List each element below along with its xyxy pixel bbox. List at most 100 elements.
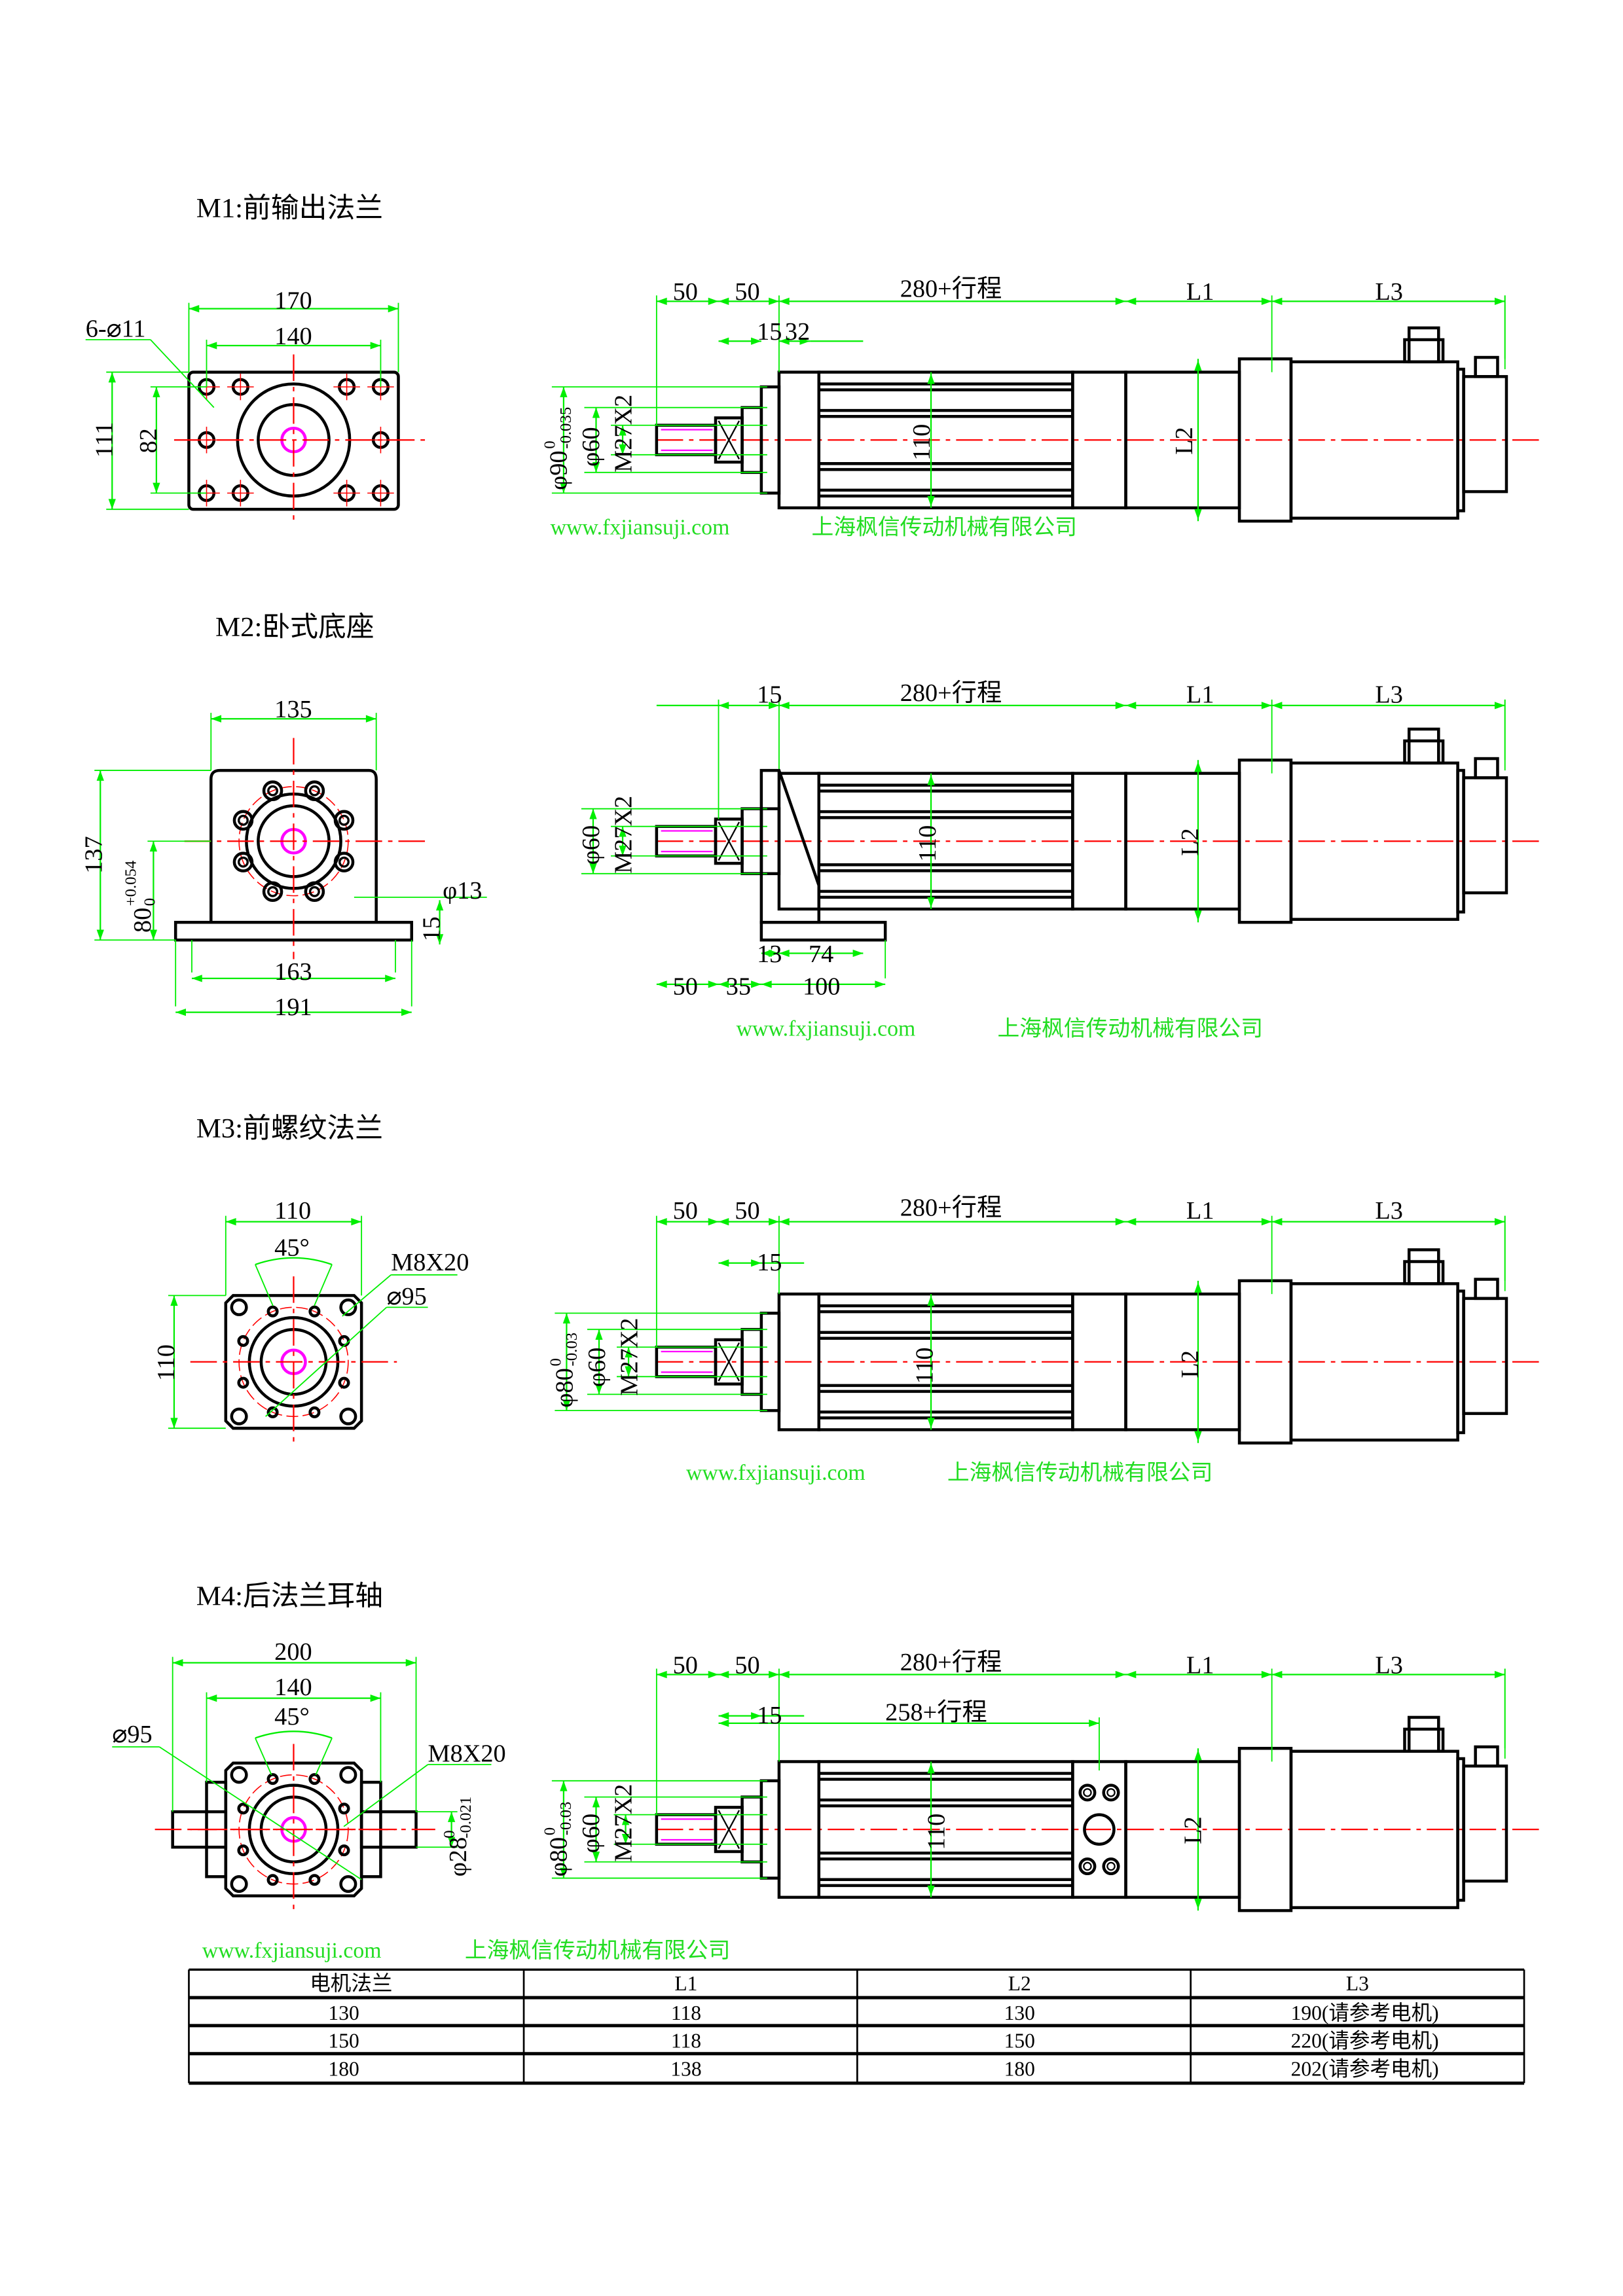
support-foot xyxy=(759,920,887,942)
dimension-arrow xyxy=(718,1259,729,1267)
corner-hole xyxy=(230,1298,248,1316)
dimension-arrow xyxy=(96,770,104,781)
watermark-company: 上海枫信传动机械有限公司 xyxy=(997,1016,1263,1041)
dimension-arrow xyxy=(1271,1218,1283,1226)
trunnion-hole-inner xyxy=(1083,1861,1092,1871)
dimension-arrow xyxy=(718,1719,729,1727)
threaded-hole xyxy=(237,1803,249,1815)
threaded-hole xyxy=(266,1406,279,1418)
corner-hole xyxy=(230,1875,248,1893)
dimension-arrow xyxy=(562,1313,571,1324)
connector-base xyxy=(1403,739,1445,765)
dim-35: 35 xyxy=(726,973,751,1001)
dim-width-inner: 140 xyxy=(274,1674,312,1701)
dimension-arrow xyxy=(560,1780,568,1791)
tol-lower: -0.03 xyxy=(557,1802,575,1836)
hole-inner xyxy=(267,886,279,897)
dimension-arrow xyxy=(927,1885,935,1896)
hole-inner xyxy=(338,856,350,868)
dimension-arrow xyxy=(1125,1218,1137,1226)
dim-stroke: 280+行程 xyxy=(900,1648,1002,1676)
dimension-arrow xyxy=(875,980,886,988)
trunnion-hole xyxy=(1078,1784,1097,1802)
dim-rod: 50 xyxy=(673,278,698,306)
dim-body: 110 xyxy=(914,825,941,862)
table-cell: 220(请参考电机) xyxy=(1291,2030,1439,2053)
dimension-arrow xyxy=(562,1400,571,1411)
trunnion-hole-inner xyxy=(1083,1788,1092,1797)
dimension-arrow xyxy=(595,1384,603,1395)
dim-base-width: 191 xyxy=(274,994,312,1021)
extension-line xyxy=(255,1264,274,1306)
dim-hole: φ13 xyxy=(443,877,482,905)
dim-width: 110 xyxy=(274,1197,311,1225)
watermark-company: 上海枫信传动机械有限公司 xyxy=(947,1460,1213,1485)
tol-upper: 0 xyxy=(541,1827,558,1835)
dimension-arrow xyxy=(708,297,719,306)
corner-hole xyxy=(230,1407,248,1426)
dim-l1: L1 xyxy=(1186,1651,1214,1679)
corner-hole xyxy=(339,1766,357,1784)
dimension-arrow xyxy=(619,826,627,837)
dimension-arrow xyxy=(927,495,935,507)
table-cell: 190(请参考电机) xyxy=(1291,2001,1439,2024)
dimension-arrow xyxy=(1261,1670,1272,1679)
dimension-arrow xyxy=(778,1218,790,1226)
extension-line xyxy=(314,1264,333,1306)
trunnion-hole-inner xyxy=(1106,1788,1116,1797)
threaded-hole xyxy=(338,1335,350,1347)
threaded-hole xyxy=(237,1844,249,1857)
dimension-arrow xyxy=(589,808,597,819)
dimension-arrow xyxy=(370,1694,381,1702)
dimension-arrow xyxy=(405,1659,416,1667)
dimension-arrow xyxy=(435,934,444,944)
dimension-arrow xyxy=(191,975,202,982)
dimension-arrow xyxy=(718,1670,729,1679)
connector-base xyxy=(1403,1260,1445,1285)
dim-height: 137 xyxy=(81,836,108,873)
dimension-arrow xyxy=(769,297,779,306)
dimension-arrow xyxy=(153,482,160,493)
dimension-arrow xyxy=(175,1009,186,1016)
encoder-box xyxy=(1462,1297,1508,1415)
dim-width-outer: 200 xyxy=(274,1638,312,1666)
dimension-arrow xyxy=(799,337,811,345)
threaded-hole xyxy=(338,1376,350,1389)
dimension-arrow xyxy=(1115,1670,1126,1679)
dim-15: 15 xyxy=(757,681,782,708)
leader-line xyxy=(150,339,215,408)
dim-stroke: 280+行程 xyxy=(900,679,1002,707)
dimension-arrow xyxy=(718,337,729,345)
dimension-arrow xyxy=(778,702,790,709)
dimension-arrow xyxy=(170,1418,178,1429)
dimension-arrow xyxy=(351,1218,362,1226)
dim-collar-dia: φ60 xyxy=(577,427,605,466)
dimension-arrow xyxy=(206,1694,217,1702)
dimension-arrow xyxy=(1194,1282,1202,1293)
dim-15: 15 xyxy=(757,318,782,346)
dimension-arrow xyxy=(1194,910,1202,921)
tol-upper: 0 xyxy=(541,440,558,448)
motor-connector xyxy=(1407,1715,1440,1753)
dim-l1: L1 xyxy=(1186,1197,1214,1225)
mounting-hole xyxy=(262,881,283,903)
dimension-arrow xyxy=(108,372,116,383)
dimension-arrow xyxy=(170,1295,178,1306)
dimension-arrow xyxy=(718,980,729,988)
threaded-hole xyxy=(308,1874,321,1886)
square-flange xyxy=(224,1294,363,1430)
dimension-arrow xyxy=(592,462,600,473)
table-header: L2 xyxy=(1008,1972,1031,1995)
hole-inner xyxy=(267,785,279,797)
dimension-arrow xyxy=(388,305,399,313)
tol-upper: +0.054 xyxy=(122,861,139,906)
mounting-hole xyxy=(262,780,283,801)
corner-hole xyxy=(339,1407,357,1426)
threaded-hole xyxy=(308,1773,321,1785)
dimension-arrow xyxy=(1125,297,1137,306)
leader-line xyxy=(265,1306,388,1417)
extension-line xyxy=(315,1738,333,1776)
dimension-arrow xyxy=(751,1259,761,1267)
dimension-arrow xyxy=(206,342,217,350)
table-cell: 150 xyxy=(1004,2030,1035,2053)
